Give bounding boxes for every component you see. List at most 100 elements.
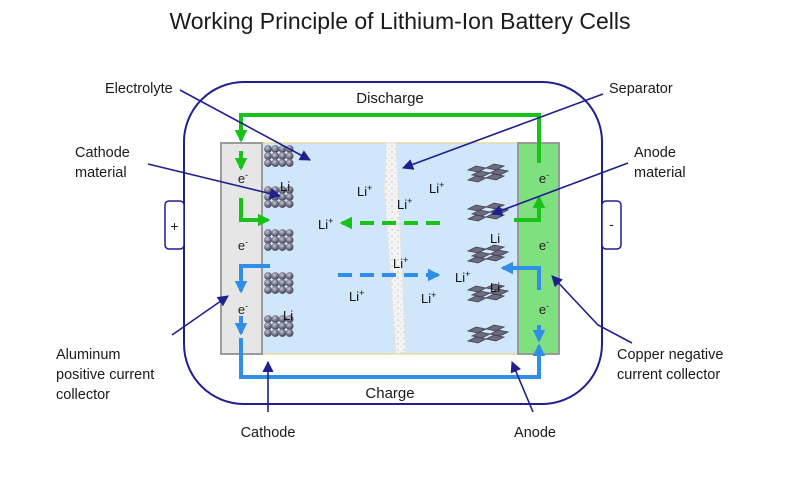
cathode-particle [278,193,287,201]
cathode-particle [285,186,294,194]
li-ion-label: Li+ [357,183,372,199]
graphite-layer [466,254,506,264]
graphite-layer [470,288,510,298]
discharge-label: Discharge [356,90,424,107]
cathode-particle [285,243,294,251]
cathode-particle [285,272,294,280]
copper-collector-leader [551,275,633,344]
discharge-inflow-arrow [239,198,271,227]
cathode-particle [271,279,280,287]
li-ion-label: Li+ [429,180,444,196]
li-ion-label: Li+ [421,290,436,306]
cathode-particle [264,229,272,237]
graphite-layer [466,283,506,293]
cathode-particle [285,322,294,330]
anode-material [466,163,510,344]
cathode-particle [278,279,287,287]
cathode-particle [264,236,272,244]
cathode-particle [278,159,287,167]
cathode-particle [264,329,272,337]
cathode-particle [271,329,280,337]
graphite-layer [470,329,510,339]
charge-circuit [239,338,546,379]
cathode-particle [264,152,272,160]
aluminum-collector-leader [171,295,229,336]
anode-material-leader [490,162,629,216]
charge-outflow-arrow [234,264,270,294]
cathode-particle [278,152,287,160]
cathode-particle [271,243,280,251]
li-ion-label: Li+ [349,288,364,304]
cathode-particle [271,272,280,280]
cathode-particle [278,322,287,330]
cathode-particle [264,279,272,287]
li-ion-label: Li+ [393,255,408,271]
electrolyte-callout: Electrolyte [105,81,173,97]
cathode-particle [271,229,280,237]
cathode-particle [285,159,294,167]
li-atom-label: Li [490,280,500,295]
cathode-particle [278,272,287,280]
electron-label: e- [238,301,248,317]
cathode-particle [278,200,287,208]
cathode-particle [264,315,272,323]
cathode-particle [271,286,280,294]
electron-label: e- [238,237,248,253]
cathode-particle [271,152,280,160]
cathode-particle [264,159,272,167]
cathode-material-leader [147,163,282,200]
callout-leaders [147,89,633,413]
copper-collector [517,142,560,355]
graphite-layer [466,334,506,344]
cathode-particle [264,322,272,330]
electrolyte-leader [179,89,311,161]
negative-terminal-label: - [609,216,614,232]
graphite-layer [466,324,506,334]
electron-label: e- [539,301,549,317]
cathode-particle [264,272,272,280]
cathode-particle [271,315,280,323]
cathode-particle [271,159,280,167]
positive-terminal [164,200,185,250]
cathode-particle [285,286,294,294]
cathode-particle [285,152,294,160]
cathode-particle [264,286,272,294]
cathode-particle [285,315,294,323]
charge-anode-arrow [500,261,541,290]
cathode-particle [278,243,287,251]
graphite-layer [466,244,506,254]
graphite-layer [466,293,506,303]
cathode-particle [271,200,280,208]
cathode-particle [278,236,287,244]
cathode-particle [278,286,287,294]
cathode-particle [278,329,287,337]
graphite-layer [470,249,510,259]
separator-callout: Separator [609,81,673,97]
page-title: Working Principle of Lithium-Ion Battery… [169,8,631,34]
negative-terminal [601,200,622,250]
cathode-particle [271,145,280,153]
cathode-particle [271,186,280,194]
discharge-circuit [234,113,541,163]
cathode-particle [285,200,294,208]
cathode-particle [285,329,294,337]
li-atom-label: Li [283,308,293,323]
cathode-material [264,145,294,337]
discharge-anode-arrow [514,195,546,222]
anode-leader [510,360,534,413]
li-atom-label: Li [490,231,500,246]
cathode-particle [264,145,272,153]
cathode-particle [285,229,294,237]
li-ion-label: Li+ [455,269,470,285]
li-ion-label: Li+ [397,196,412,212]
separator [383,142,407,355]
graphite-layer [466,163,506,173]
charge-label: Charge [365,385,414,402]
lithium-ions: Li+ Li+ Li+ Li+ Li+ Li+ Li+ Li+ [318,180,470,306]
li-atom-label: Li [280,179,290,194]
cathode-particle [271,322,280,330]
graphite-layer [466,202,506,212]
